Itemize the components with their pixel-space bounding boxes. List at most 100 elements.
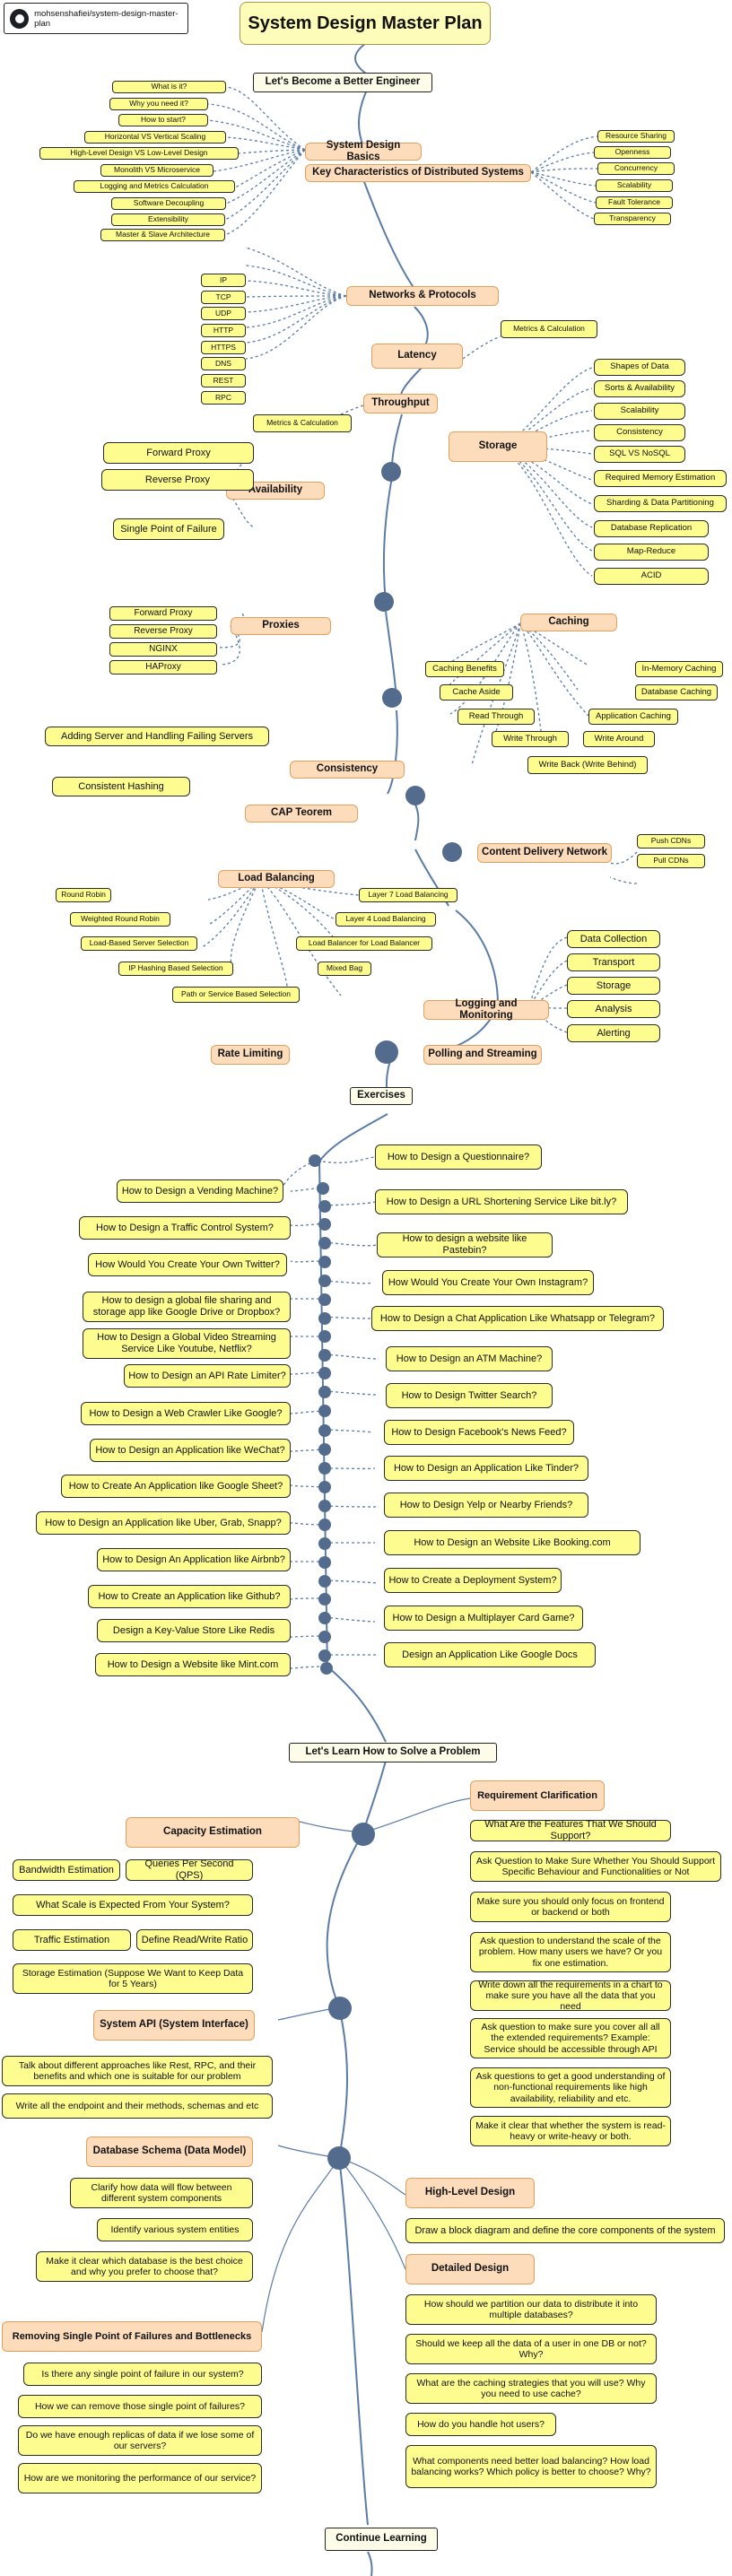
storage-item[interactable]: Sorts & Availability — [594, 380, 685, 397]
exercise-right[interactable]: How to Design a Chat Application Like Wh… — [371, 1306, 664, 1331]
lb-item[interactable]: Load-Based Server Selection — [81, 936, 197, 951]
schema-item[interactable]: Identify various system entities — [97, 2218, 253, 2241]
exercise-right[interactable]: How to design a website like Pastebin? — [377, 1232, 553, 1258]
basics-item[interactable]: Software Decoupling — [111, 197, 226, 210]
availability-item[interactable]: Forward Proxy — [103, 442, 254, 464]
protocol-item[interactable]: TCP — [201, 291, 246, 304]
availability-item[interactable]: Single Point of Failure — [113, 518, 224, 540]
requirement-item[interactable]: Ask Question to Make Sure Whether You Sh… — [470, 1851, 721, 1882]
requirement-item[interactable]: Make sure you should only focus on front… — [470, 1892, 671, 1922]
topic-networks[interactable]: Networks & Protocols — [346, 286, 499, 306]
basics-item[interactable]: Extensibility — [111, 213, 225, 226]
exercise-right[interactable]: How to Design a URL Shortening Service L… — [375, 1189, 628, 1214]
caching-item[interactable]: Cache Aside — [440, 684, 513, 701]
protocol-item[interactable]: REST — [201, 374, 246, 387]
topic-proxies[interactable]: Proxies — [231, 617, 331, 635]
caching-item[interactable]: In-Memory Caching — [635, 661, 723, 677]
storage-item[interactable]: ACID — [594, 568, 709, 585]
topic-capacity[interactable]: Capacity Estimation — [126, 1817, 300, 1848]
spof-item[interactable]: How are we monitoring the performance of… — [18, 2463, 262, 2493]
capacity-item[interactable]: Bandwidth Estimation — [13, 1859, 120, 1881]
caching-item[interactable]: Write Through — [492, 731, 569, 747]
topic-key-characteristics[interactable]: Key Characteristics of Distributed Syste… — [305, 164, 531, 182]
exercise-left[interactable]: How to Design an Application like Uber, … — [36, 1511, 291, 1535]
caching-item[interactable]: Read Through — [458, 709, 535, 725]
lb-item[interactable]: Layer 4 Load Balancing — [336, 912, 436, 927]
topic-rate-limiting[interactable]: Rate Limiting — [211, 1045, 290, 1065]
requirement-item[interactable]: Ask question to understand the scale of … — [470, 1932, 671, 1972]
logging-item[interactable]: Storage — [567, 977, 660, 995]
capacity-item[interactable]: What Scale is Expected From Your System? — [13, 1894, 253, 1916]
key-item[interactable]: Scalability — [596, 179, 673, 192]
consistency-item[interactable]: Adding Server and Handling Failing Serve… — [45, 727, 269, 746]
protocol-item[interactable]: HTTPS — [201, 341, 246, 354]
exercise-right[interactable]: How to Design an Website Like Booking.co… — [384, 1530, 640, 1555]
spof-item[interactable]: Do we have enough replicas of data if we… — [18, 2425, 262, 2456]
basics-item[interactable]: How to start? — [118, 114, 208, 126]
lb-item[interactable]: Mixed Bag — [318, 962, 371, 976]
schema-item[interactable]: Clarify how data will flow between diffe… — [70, 2178, 253, 2208]
storage-item[interactable]: SQL VS NoSQL — [594, 446, 685, 463]
caching-item[interactable]: Write Back (Write Behind) — [527, 756, 648, 774]
lb-item[interactable]: Weighted Round Robin — [70, 912, 170, 927]
exercise-right[interactable]: How Would You Create Your Own Instagram? — [382, 1270, 594, 1295]
detailed-item[interactable]: What components need better load balanci… — [405, 2445, 657, 2488]
capacity-item[interactable]: Traffic Estimation — [13, 1929, 131, 1951]
detailed-item[interactable]: Should we keep all the data of a user in… — [405, 2334, 657, 2364]
topic-api[interactable]: System API (System Interface) — [93, 2010, 255, 2041]
key-item[interactable]: Transparency — [594, 213, 671, 225]
topic-latency[interactable]: Latency — [371, 344, 463, 369]
exercise-right[interactable]: How to Design Yelp or Nearby Friends? — [384, 1493, 588, 1518]
protocol-item[interactable]: HTTP — [201, 324, 246, 337]
requirement-item[interactable]: Make it clear that whether the system is… — [470, 2116, 671, 2146]
storage-item[interactable]: Sharding & Data Partitioning — [594, 495, 727, 512]
cdn-item[interactable]: Push CDNs — [637, 834, 705, 849]
topic-requirement[interactable]: Requirement Clarification — [470, 1780, 605, 1811]
lb-item[interactable]: IP Hashing Based Selection — [118, 962, 233, 976]
exercise-left[interactable]: How to Design an API Rate Limiter? — [124, 1364, 291, 1388]
spof-item[interactable]: Is there any single point of failure in … — [23, 2363, 262, 2386]
cdn-item[interactable]: Pull CDNs — [637, 854, 705, 868]
basics-item[interactable]: What is it? — [112, 81, 226, 93]
capacity-item[interactable]: Queries Per Second (QPS) — [126, 1858, 253, 1881]
detailed-item[interactable]: What are the caching strategies that you… — [405, 2373, 657, 2404]
availability-item[interactable]: Reverse Proxy — [101, 469, 254, 491]
basics-item[interactable]: Logging and Metrics Calculation — [74, 180, 235, 193]
lb-item[interactable]: Path or Service Based Selection — [172, 987, 300, 1003]
lb-item[interactable]: Load Balancer for Load Balancer — [296, 936, 432, 951]
exercise-left[interactable]: How to Design An Application like Airbnb… — [97, 1548, 291, 1571]
storage-item[interactable]: Required Memory Estimation — [594, 470, 727, 487]
lb-item[interactable]: Layer 7 Load Balancing — [359, 888, 458, 902]
detailed-item[interactable]: How should we partition our data to dist… — [405, 2294, 657, 2325]
api-item[interactable]: Write all the endpoint and their methods… — [2, 2093, 273, 2119]
topic-high-level[interactable]: High-Level Design — [405, 2178, 535, 2208]
basics-item[interactable]: Horizontal VS Vertical Scaling — [84, 131, 226, 144]
protocol-item[interactable]: UDP — [201, 307, 246, 320]
basics-item[interactable]: High-Level Design VS Low-Level Design — [39, 147, 239, 160]
topic-cap[interactable]: CAP Teorem — [245, 805, 358, 822]
topic-load-balancing[interactable]: Load Balancing — [218, 870, 335, 888]
requirement-item[interactable]: Write down all the requirements in a cha… — [470, 1980, 671, 2012]
logging-item[interactable]: Data Collection — [567, 930, 660, 948]
exercise-right[interactable]: How to Design an Application Like Tinder… — [384, 1456, 588, 1481]
storage-item[interactable]: Scalability — [594, 403, 685, 420]
exercise-right[interactable]: Design an Application Like Google Docs — [384, 1642, 596, 1667]
topic-caching[interactable]: Caching — [520, 614, 617, 631]
exercise-left[interactable]: How Would You Create Your Own Twitter? — [88, 1253, 287, 1276]
exercise-left[interactable]: How to Create An Application like Google… — [61, 1475, 291, 1498]
github-badge[interactable]: mohsenshafiei/system-design-master-plan — [4, 3, 188, 34]
key-item[interactable]: Fault Tolerance — [596, 196, 673, 209]
topic-spof[interactable]: Removing Single Point of Failures and Bo… — [2, 2321, 262, 2352]
exercise-left[interactable]: How to Design an Application like WeChat… — [90, 1439, 291, 1462]
basics-item[interactable]: Monolith VS Microservice — [100, 164, 214, 177]
exercise-left[interactable]: How to Design a Website like Mint.com — [95, 1653, 291, 1676]
exercise-right[interactable]: How to Design Twitter Search? — [386, 1383, 553, 1408]
capacity-item[interactable]: Storage Estimation (Suppose We Want to K… — [13, 1963, 253, 1994]
storage-item[interactable]: Database Replication — [594, 520, 709, 537]
storage-item[interactable]: Map-Reduce — [594, 544, 709, 561]
consistency-item[interactable]: Consistent Hashing — [52, 777, 190, 796]
requirement-item[interactable]: What Are the Features That We Should Sup… — [470, 1819, 671, 1841]
topic-detailed[interactable]: Detailed Design — [405, 2254, 535, 2284]
exercise-left[interactable]: Design a Key-Value Store Like Redis — [97, 1619, 291, 1642]
proxies-item[interactable]: Forward Proxy — [109, 606, 217, 621]
